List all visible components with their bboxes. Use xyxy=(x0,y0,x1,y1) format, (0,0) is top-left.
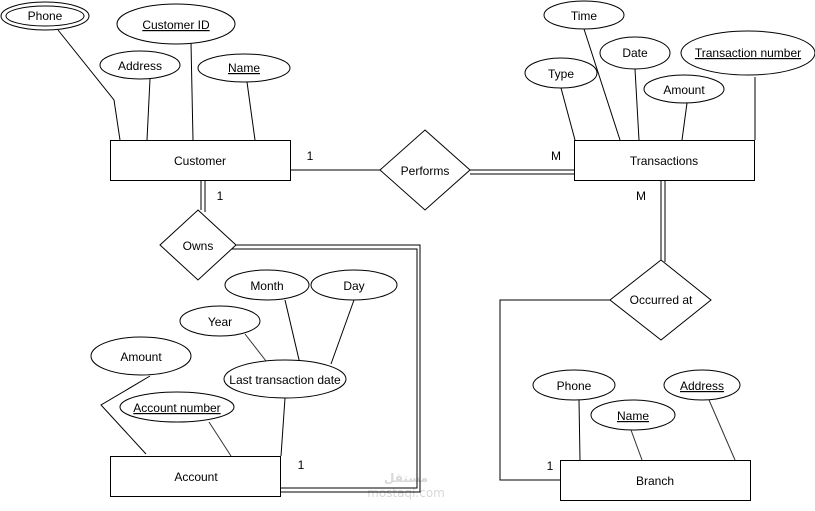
cardinality-branch-occurred: 1 xyxy=(547,459,554,473)
svg-text:Phone: Phone xyxy=(557,379,592,393)
entity-customer[interactable]: Customer xyxy=(110,140,291,181)
line-customer-phone xyxy=(57,29,121,141)
entity-branch-label: Branch xyxy=(636,474,674,488)
line-branch-address xyxy=(708,399,736,461)
svg-text:Customer ID: Customer ID xyxy=(142,18,210,32)
line-branch-phone xyxy=(578,399,581,461)
attribute-tx-number[interactable]: Transaction number xyxy=(680,30,815,76)
svg-text:Date: Date xyxy=(622,46,648,60)
attribute-customer-id[interactable]: Customer ID xyxy=(116,3,236,45)
svg-text:Last transaction date: Last transaction date xyxy=(229,373,341,387)
relationship-occurred-at[interactable]: Occurred at xyxy=(609,259,712,341)
line-acc-year xyxy=(244,333,267,362)
attribute-customer-address[interactable]: Address xyxy=(99,50,181,80)
attribute-acc-amount[interactable]: Amount xyxy=(90,336,192,376)
attribute-tx-date[interactable]: Date xyxy=(599,36,671,70)
cardinality-transactions-performs: M xyxy=(551,149,561,163)
line-branch-name xyxy=(630,429,643,461)
attribute-branch-phone[interactable]: Phone xyxy=(532,369,616,401)
entity-customer-label: Customer xyxy=(174,154,226,168)
entity-account-label: Account xyxy=(174,470,218,484)
svg-text:Name: Name xyxy=(228,61,260,75)
line-tx-time xyxy=(583,28,621,141)
line-acc-amount xyxy=(100,375,151,455)
line-owns-account-b xyxy=(232,248,418,489)
svg-text:Time: Time xyxy=(571,9,598,23)
attribute-tx-type[interactable]: Type xyxy=(524,57,598,89)
attribute-acc-day[interactable]: Day xyxy=(310,269,398,301)
entity-transactions-label: Transactions xyxy=(630,154,698,168)
relationship-performs[interactable]: Performs xyxy=(379,129,471,211)
line-customer-id xyxy=(190,42,194,141)
attribute-customer-phone[interactable]: Phone xyxy=(0,1,90,31)
svg-text:Account number: Account number xyxy=(133,401,220,415)
line-tx-type xyxy=(560,87,576,141)
cardinality-account-owns: 1 xyxy=(298,458,305,472)
attribute-branch-name[interactable]: Name xyxy=(590,399,676,431)
svg-text:Phone: Phone xyxy=(28,9,63,23)
cardinality-customer-performs: 1 xyxy=(307,149,314,163)
line-acc-number xyxy=(208,421,232,457)
svg-text:Address: Address xyxy=(118,59,162,73)
line-customer-name xyxy=(246,81,256,141)
line-tx-amount xyxy=(681,102,688,141)
line-acc-month xyxy=(284,299,301,365)
attribute-acc-year[interactable]: Year xyxy=(179,305,261,337)
line-acc-last-tx xyxy=(280,397,286,457)
svg-text:Day: Day xyxy=(343,279,364,293)
watermark-arabic: مستقل xyxy=(384,471,428,485)
cardinality-customer-owns: 1 xyxy=(217,189,224,203)
svg-text:Transaction number: Transaction number xyxy=(695,46,801,60)
relationship-owns[interactable]: Owns xyxy=(159,209,237,281)
line-acc-day xyxy=(330,299,355,365)
svg-text:Year: Year xyxy=(208,315,232,329)
attribute-customer-name[interactable]: Name xyxy=(197,53,291,83)
line-tx-date xyxy=(634,68,640,141)
svg-text:Type: Type xyxy=(548,67,574,81)
attribute-acc-last-tx-date[interactable]: Last transaction date xyxy=(223,359,347,399)
attribute-tx-amount[interactable]: Amount xyxy=(643,74,725,104)
svg-text:Name: Name xyxy=(617,409,649,423)
relationship-performs-label: Performs xyxy=(401,164,450,178)
cardinality-transactions-occurred: M xyxy=(636,189,646,203)
line-occurred-branch xyxy=(499,299,610,481)
relationship-occurred-at-label: Occurred at xyxy=(630,293,693,307)
svg-text:Amount: Amount xyxy=(120,350,162,364)
line-customer-address xyxy=(146,78,151,141)
relationship-owns-label: Owns xyxy=(183,239,214,253)
attribute-tx-time[interactable]: Time xyxy=(543,0,625,30)
svg-text:Address: Address xyxy=(680,379,724,393)
watermark-latin: mostaql.com xyxy=(367,486,445,500)
attribute-acc-number[interactable]: Account number xyxy=(119,391,235,423)
attribute-branch-address[interactable]: Address xyxy=(663,369,741,401)
attribute-acc-month[interactable]: Month xyxy=(224,269,310,301)
svg-text:Month: Month xyxy=(250,279,283,293)
svg-text:Amount: Amount xyxy=(663,83,705,97)
entity-branch[interactable]: Branch xyxy=(560,460,751,501)
line-owns-account-a xyxy=(236,244,421,493)
entity-account[interactable]: Account xyxy=(110,456,281,497)
entity-transactions[interactable]: Transactions xyxy=(574,140,755,181)
